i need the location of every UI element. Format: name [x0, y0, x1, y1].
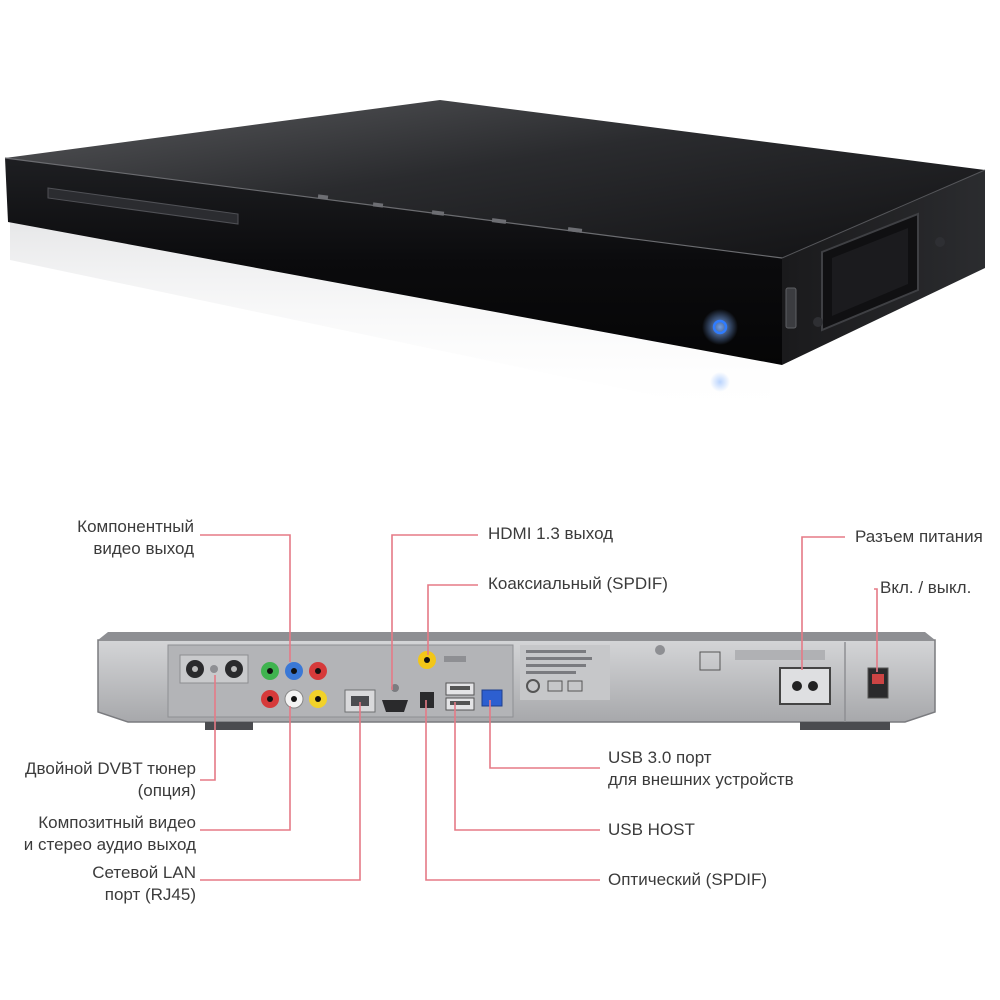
- dvbt-tuner-connectors: [179, 654, 249, 684]
- optical-label: Оптический (SPDIF): [608, 870, 768, 889]
- usb3-port: [481, 689, 503, 707]
- lan-port-label: Сетевой LAN порт (RJ45): [92, 863, 196, 904]
- usb3-label: USB 3.0 порт для внешних устройств: [608, 748, 794, 789]
- rca-connectors: [261, 662, 327, 709]
- component-video-label: Компонентный видео выход: [77, 517, 194, 558]
- power-led-icon: [712, 319, 728, 335]
- hdmi-port: [382, 700, 408, 712]
- usb-host-label: USB HOST: [608, 820, 695, 839]
- power-switch-label: Вкл. / выкл.: [880, 578, 972, 597]
- front-control-buttons: [317, 194, 583, 233]
- reflection: [10, 215, 770, 420]
- side-usb-port: [785, 287, 797, 329]
- dvbt-tuner-label: Двойной DVBT тюнер (опция): [25, 759, 196, 800]
- coaxial-label: Коаксиальный (SPDIF): [488, 574, 668, 593]
- device-top-surface: [5, 100, 985, 258]
- power-led-glow: [702, 309, 738, 345]
- disc-slot: [47, 187, 239, 225]
- power-connector-label: Разъем питания: [855, 527, 983, 546]
- hdmi-label: HDMI 1.3 выход: [488, 524, 614, 543]
- optical-port: [420, 692, 434, 708]
- power-connector: [779, 667, 831, 705]
- device-rear-panel: [97, 632, 936, 730]
- leader-lines: [200, 534, 878, 881]
- composite-video-label: Композитный видео и стерео аудио выход: [23, 813, 196, 854]
